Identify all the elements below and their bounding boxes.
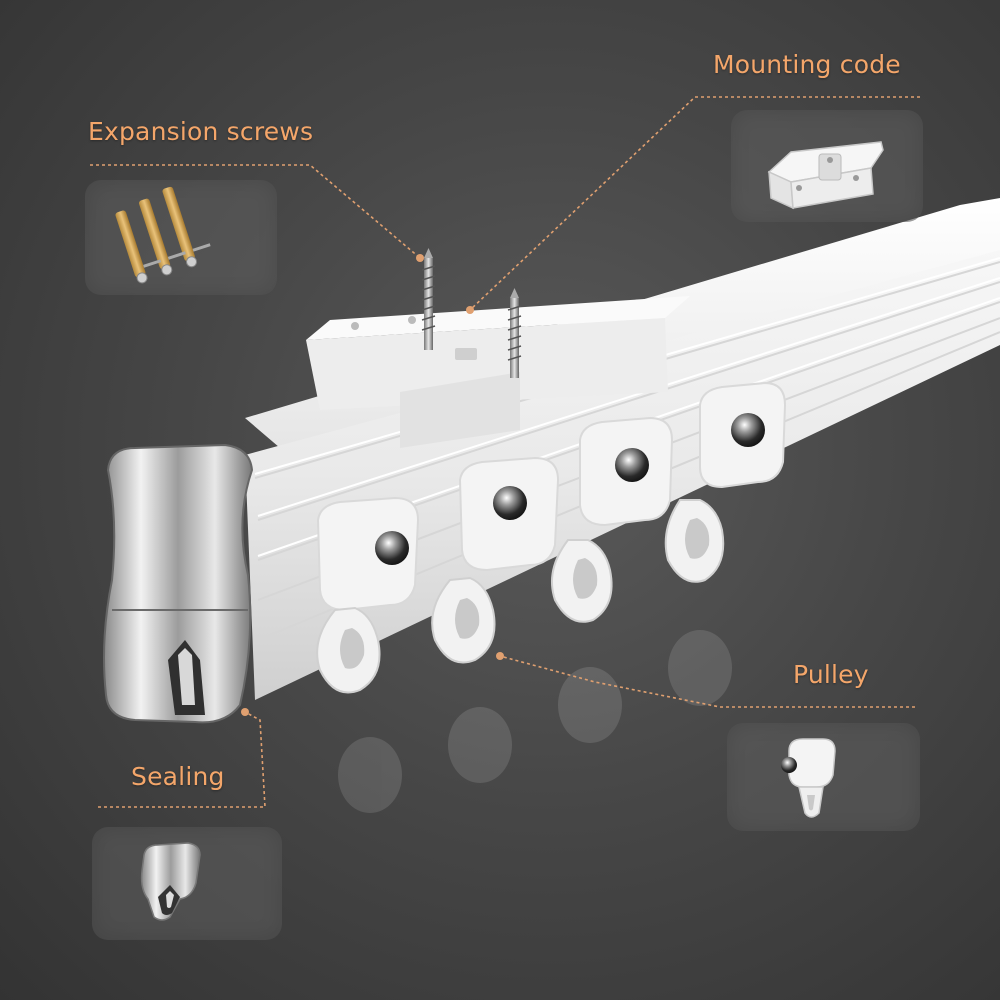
pulley-glider-4 (664, 381, 787, 583)
end-cap-icon (140, 842, 201, 921)
leader-lines (90, 96, 920, 808)
bracket-screws (421, 248, 522, 378)
pulley-glider-icon (781, 738, 836, 818)
expansion-screws-label: Expansion screws (88, 117, 314, 146)
wall-anchor-screws-icon (115, 186, 211, 284)
pulley-label: Pulley (793, 660, 869, 689)
pulley-glider-1 (316, 496, 420, 694)
mounting-code-thumbnail (731, 110, 923, 222)
mounting-code-label: Mounting code (713, 50, 901, 79)
mounting-bracket-icon (767, 141, 884, 210)
chrome-end-cap (103, 443, 254, 724)
mounting-bracket (306, 296, 690, 448)
sealing-label: Sealing (131, 762, 225, 791)
pulley-glider-2 (431, 456, 560, 664)
pulley-thumbnail (727, 723, 920, 831)
sealing-thumbnail (92, 827, 282, 940)
floor-reflection (338, 630, 732, 813)
pulley-glider-3 (551, 416, 674, 623)
expansion-screws-thumbnail (85, 180, 277, 295)
leader-dots (241, 254, 504, 716)
